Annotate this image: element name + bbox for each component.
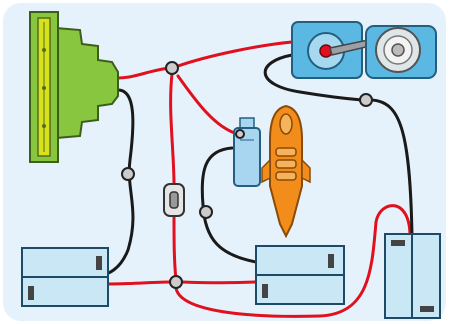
rocket-icon (261, 104, 311, 239)
tank-icon (233, 117, 261, 187)
wire-junction-to-motor (176, 40, 294, 68)
wire-junction-to-battery-middle (180, 280, 258, 285)
junction-rocket (235, 129, 245, 139)
junction-bottom (169, 275, 183, 289)
wire-solar-to-battery-left (98, 88, 135, 278)
junction-left (121, 167, 135, 181)
junction-right (359, 93, 373, 107)
solar-panel-icon (29, 11, 119, 163)
motor-icon (291, 21, 371, 79)
battery-middle-icon (255, 245, 345, 305)
junctions (121, 61, 373, 289)
wire-battery-left-to-junction (106, 280, 172, 286)
wire-switch-to-bottom-junction (172, 213, 178, 282)
wire-motor-to-junction-right (263, 53, 364, 102)
wheel-icon (365, 25, 437, 79)
junction-tank (199, 205, 213, 219)
wire-junction-to-switch (169, 72, 176, 187)
switch-icon (163, 183, 185, 217)
wire-junction-to-battery-right (174, 204, 412, 318)
battery-right-icon (384, 233, 441, 319)
junction-top (165, 61, 179, 75)
wires (98, 40, 414, 318)
battery-left-icon (21, 247, 109, 307)
wire-junction-right-to-battery-right (370, 98, 414, 238)
wire-junction-to-tank (176, 74, 240, 136)
wire-tank-to-battery-middle (200, 146, 258, 264)
